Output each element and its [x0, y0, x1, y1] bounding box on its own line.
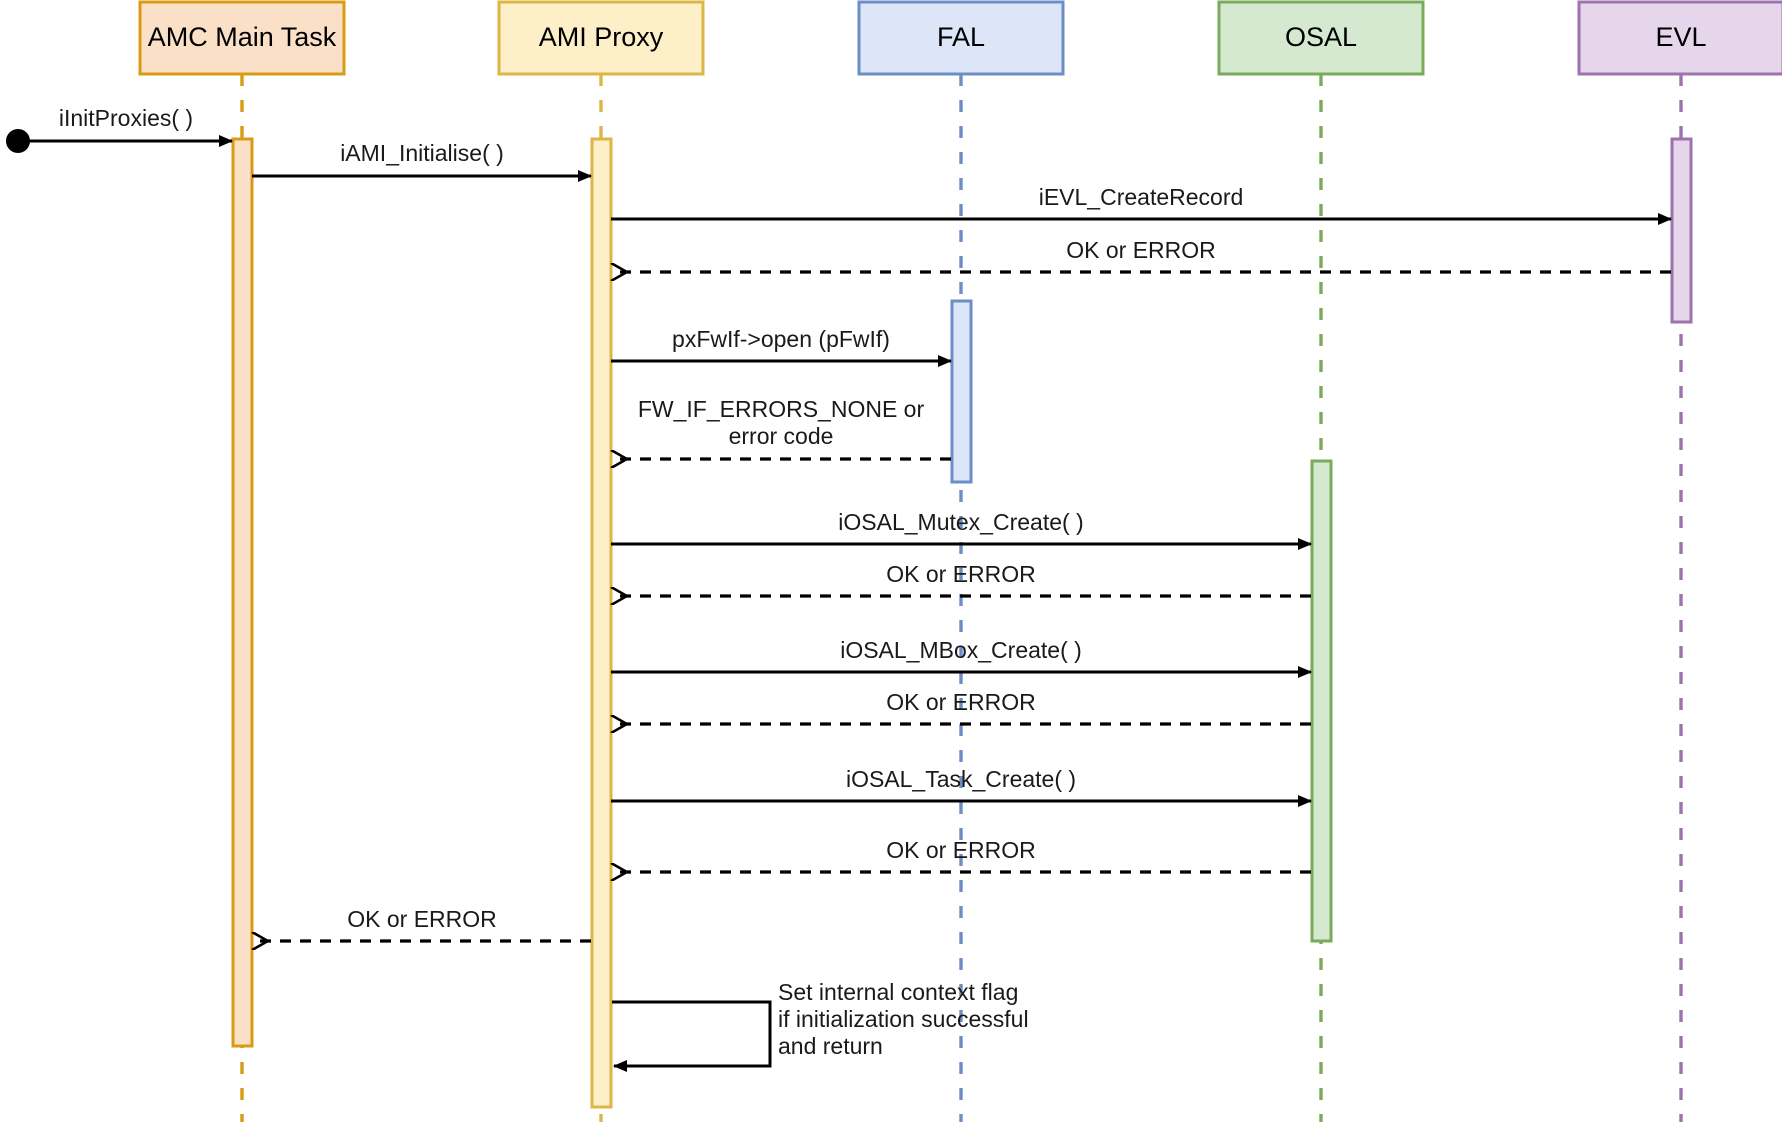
- message-label-m3: iEVL_CreateRecord: [1039, 184, 1244, 210]
- participant-label-ami: AMI Proxy: [539, 22, 664, 52]
- message-label-m7: iOSAL_Mutex_Create( ): [838, 509, 1083, 535]
- activations-layer: [231, 137, 1693, 1109]
- message-label-m5: pxFwIf->open (pFwIf): [672, 326, 890, 352]
- message-label-m9: iOSAL_MBox_Create( ): [840, 637, 1082, 663]
- message-label-m12: OK or ERROR: [886, 837, 1036, 863]
- message-m5: pxFwIf->open (pFwIf): [611, 326, 952, 367]
- participant-headers-layer: AMC Main Task AMI Proxy FAL OSAL EVL: [138, 0, 1782, 76]
- participant-evl[interactable]: EVL: [1577, 0, 1782, 76]
- message-m9: iOSAL_MBox_Create( ): [611, 637, 1312, 678]
- participant-fal[interactable]: FAL: [857, 0, 1065, 76]
- message-label-m4: OK or ERROR: [1066, 237, 1216, 263]
- participant-ami[interactable]: AMI Proxy: [497, 0, 705, 76]
- participant-label-osal: OSAL: [1285, 22, 1357, 52]
- message-label-m2: iAMI_Initialise( ): [340, 140, 504, 166]
- activation-bar-evl: [1670, 137, 1693, 324]
- message-m3: iEVL_CreateRecord: [611, 184, 1672, 225]
- messages-layer: iInitProxies( ) iAMI_Initialise( ) iEVL_Cr…: [6, 105, 1672, 941]
- lifelines-layer: [240, 74, 1683, 1122]
- message-m10: OK or ERROR: [612, 689, 1311, 724]
- message-m13: OK or ERROR: [253, 906, 591, 941]
- participant-amc[interactable]: AMC Main Task: [138, 0, 346, 76]
- message-m1: iInitProxies( ): [24, 105, 233, 147]
- participant-box-osal: [1217, 0, 1425, 76]
- participant-box-amc: [138, 0, 346, 76]
- message-label-m11: iOSAL_Task_Create( ): [846, 766, 1076, 792]
- message-m2: iAMI_Initialise( ): [252, 140, 592, 182]
- participant-osal[interactable]: OSAL: [1217, 0, 1425, 76]
- participant-label-evl: EVL: [1655, 22, 1706, 52]
- message-m4: OK or ERROR: [612, 237, 1671, 272]
- activation-bar-ami: [590, 137, 613, 1109]
- participant-box-evl: [1577, 0, 1782, 76]
- activation-bar-fal: [950, 299, 973, 484]
- self-message-path: [612, 1000, 772, 1072]
- message-m7: iOSAL_Mutex_Create( ): [611, 509, 1312, 550]
- participant-label-fal: FAL: [937, 22, 985, 52]
- participant-box-ami: [497, 0, 705, 76]
- message-m12: OK or ERROR: [612, 837, 1311, 872]
- message-m8: OK or ERROR: [612, 561, 1311, 596]
- message-label-m8: OK or ERROR: [886, 561, 1036, 587]
- start-marker-icon: [6, 129, 30, 153]
- message-m11: iOSAL_Task_Create( ): [611, 766, 1312, 807]
- message-label-m1: iInitProxies( ): [59, 105, 193, 131]
- message-label-m10: OK or ERROR: [886, 689, 1036, 715]
- activation-bar-amc: [231, 137, 254, 1048]
- message-label-m13: OK or ERROR: [347, 906, 497, 932]
- participant-label-amc: AMC Main Task: [148, 22, 337, 52]
- participant-box-fal: [857, 0, 1065, 76]
- activation-bar-osal: [1310, 459, 1333, 943]
